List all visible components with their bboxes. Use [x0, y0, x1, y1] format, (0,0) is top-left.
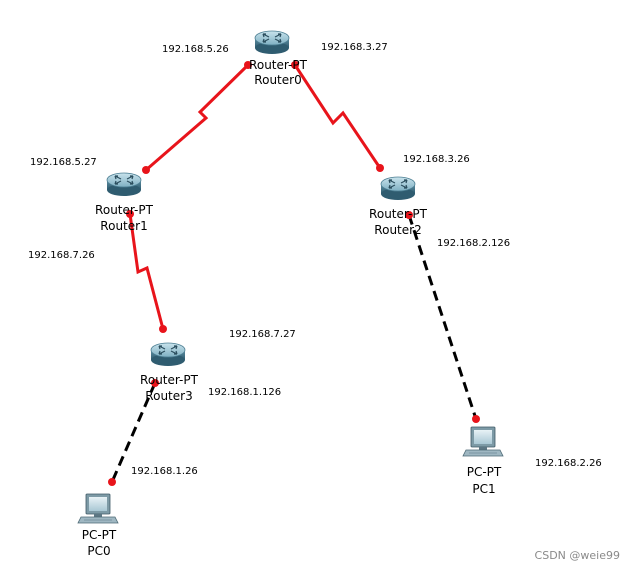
router0[interactable]: Router-PT Router0: [249, 30, 308, 87]
ip-label-r2-pc1: 192.168.2.126: [437, 238, 510, 249]
router-icon: [254, 30, 290, 55]
endpoint-r2-pc1: [405, 211, 413, 219]
link-endpoints: [108, 61, 480, 486]
router1-name-label: Router1: [100, 219, 147, 233]
pc0[interactable]: PC-PT PC0: [77, 493, 119, 558]
router-icon: [380, 176, 416, 201]
endpoint-r3-pc0: [151, 379, 159, 387]
ip-label-r1-r0: 192.168.5.27: [30, 157, 97, 168]
endpoint-r2-r0: [376, 164, 384, 172]
router2-type-label: Router-PT: [369, 207, 428, 221]
endpoint-r3-r1: [159, 325, 167, 333]
endpoint-r0-r2: [291, 61, 299, 69]
ip-label-pc1: 192.168.2.26: [535, 458, 602, 469]
router-icon: [150, 342, 186, 367]
ip-label-r1-r3: 192.168.7.26: [28, 250, 95, 261]
ip-label-pc0: 192.168.1.26: [131, 466, 198, 477]
endpoint-r0-r1: [244, 61, 252, 69]
endpoint-pc0-r3: [108, 478, 116, 486]
ip-label-r0-r2: 192.168.3.27: [321, 42, 388, 53]
router3-name-label: Router3: [145, 389, 192, 403]
router0-type-label: Router-PT: [249, 58, 308, 72]
ip-label-r0-r1: 192.168.5.26: [162, 44, 229, 55]
endpoint-r1-r0: [142, 166, 150, 174]
ip-label-r3-r1: 192.168.7.27: [229, 329, 296, 340]
ip-labels: 192.168.5.26 192.168.3.27 192.168.5.27 1…: [28, 42, 602, 477]
pc0-name-label: PC0: [87, 544, 110, 558]
ip-label-r3-pc0: 192.168.1.126: [208, 387, 281, 398]
pc-icon: [77, 493, 119, 524]
pc1[interactable]: PC-PT PC1: [462, 426, 504, 496]
serial-link-r0-r1[interactable]: [145, 63, 250, 172]
links-layer: [110, 63, 478, 483]
router2-name-label: Router2: [374, 223, 421, 237]
router3[interactable]: Router-PT Router3: [140, 342, 199, 403]
ethernet-link-r2-pc1[interactable]: [407, 214, 478, 420]
router3-type-label: Router-PT: [140, 373, 199, 387]
serial-link-r0-r2[interactable]: [293, 64, 382, 169]
router1[interactable]: Router-PT Router1: [95, 172, 154, 233]
ethernet-link-r3-pc0[interactable]: [110, 382, 157, 483]
router-icon: [106, 172, 142, 197]
ip-label-r2-r0: 192.168.3.26: [403, 154, 470, 165]
pc1-name-label: PC1: [472, 482, 495, 496]
router0-name-label: Router0: [254, 73, 301, 87]
pc0-type-label: PC-PT: [82, 528, 117, 542]
endpoint-pc1-r2: [472, 415, 480, 423]
serial-link-r1-r3[interactable]: [128, 213, 165, 330]
pc1-type-label: PC-PT: [467, 465, 502, 479]
endpoint-r1-r3: [126, 210, 134, 218]
router1-type-label: Router-PT: [95, 203, 154, 217]
pc-icon: [462, 426, 504, 457]
watermark: CSDN @weie99: [535, 549, 620, 562]
router2[interactable]: Router-PT Router2: [369, 176, 428, 237]
